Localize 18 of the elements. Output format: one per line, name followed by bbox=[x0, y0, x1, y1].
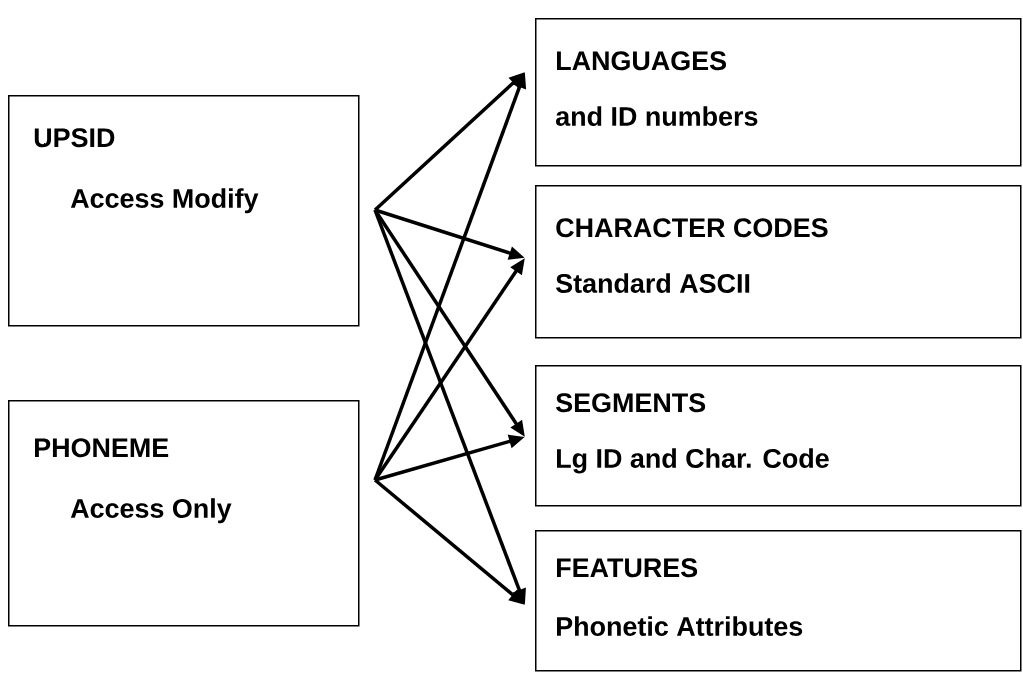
box-heading: PHONEME bbox=[35, 438, 169, 458]
box-heading: LANGUAGES bbox=[557, 51, 726, 71]
box bbox=[535, 18, 1022, 167]
box bbox=[8, 400, 360, 627]
box-heading: FEATURES bbox=[557, 558, 698, 578]
box-heading: SEGMENTS bbox=[556, 393, 706, 413]
box-heading: UPSID bbox=[34, 128, 115, 148]
box-text: Lg ID and Char. Code bbox=[557, 448, 829, 474]
box-text: Access Modify bbox=[70, 188, 259, 214]
box-text: and ID numbers bbox=[556, 106, 758, 126]
box bbox=[8, 95, 360, 327]
box bbox=[535, 185, 1022, 339]
box bbox=[535, 530, 1022, 672]
box-text: Standard ASCII bbox=[556, 273, 750, 293]
box-text: Access Only bbox=[70, 498, 232, 524]
box-heading: CHARACTER CODES bbox=[556, 218, 828, 238]
box bbox=[535, 365, 1022, 507]
box-text: Phonetic Attributes bbox=[557, 616, 803, 636]
